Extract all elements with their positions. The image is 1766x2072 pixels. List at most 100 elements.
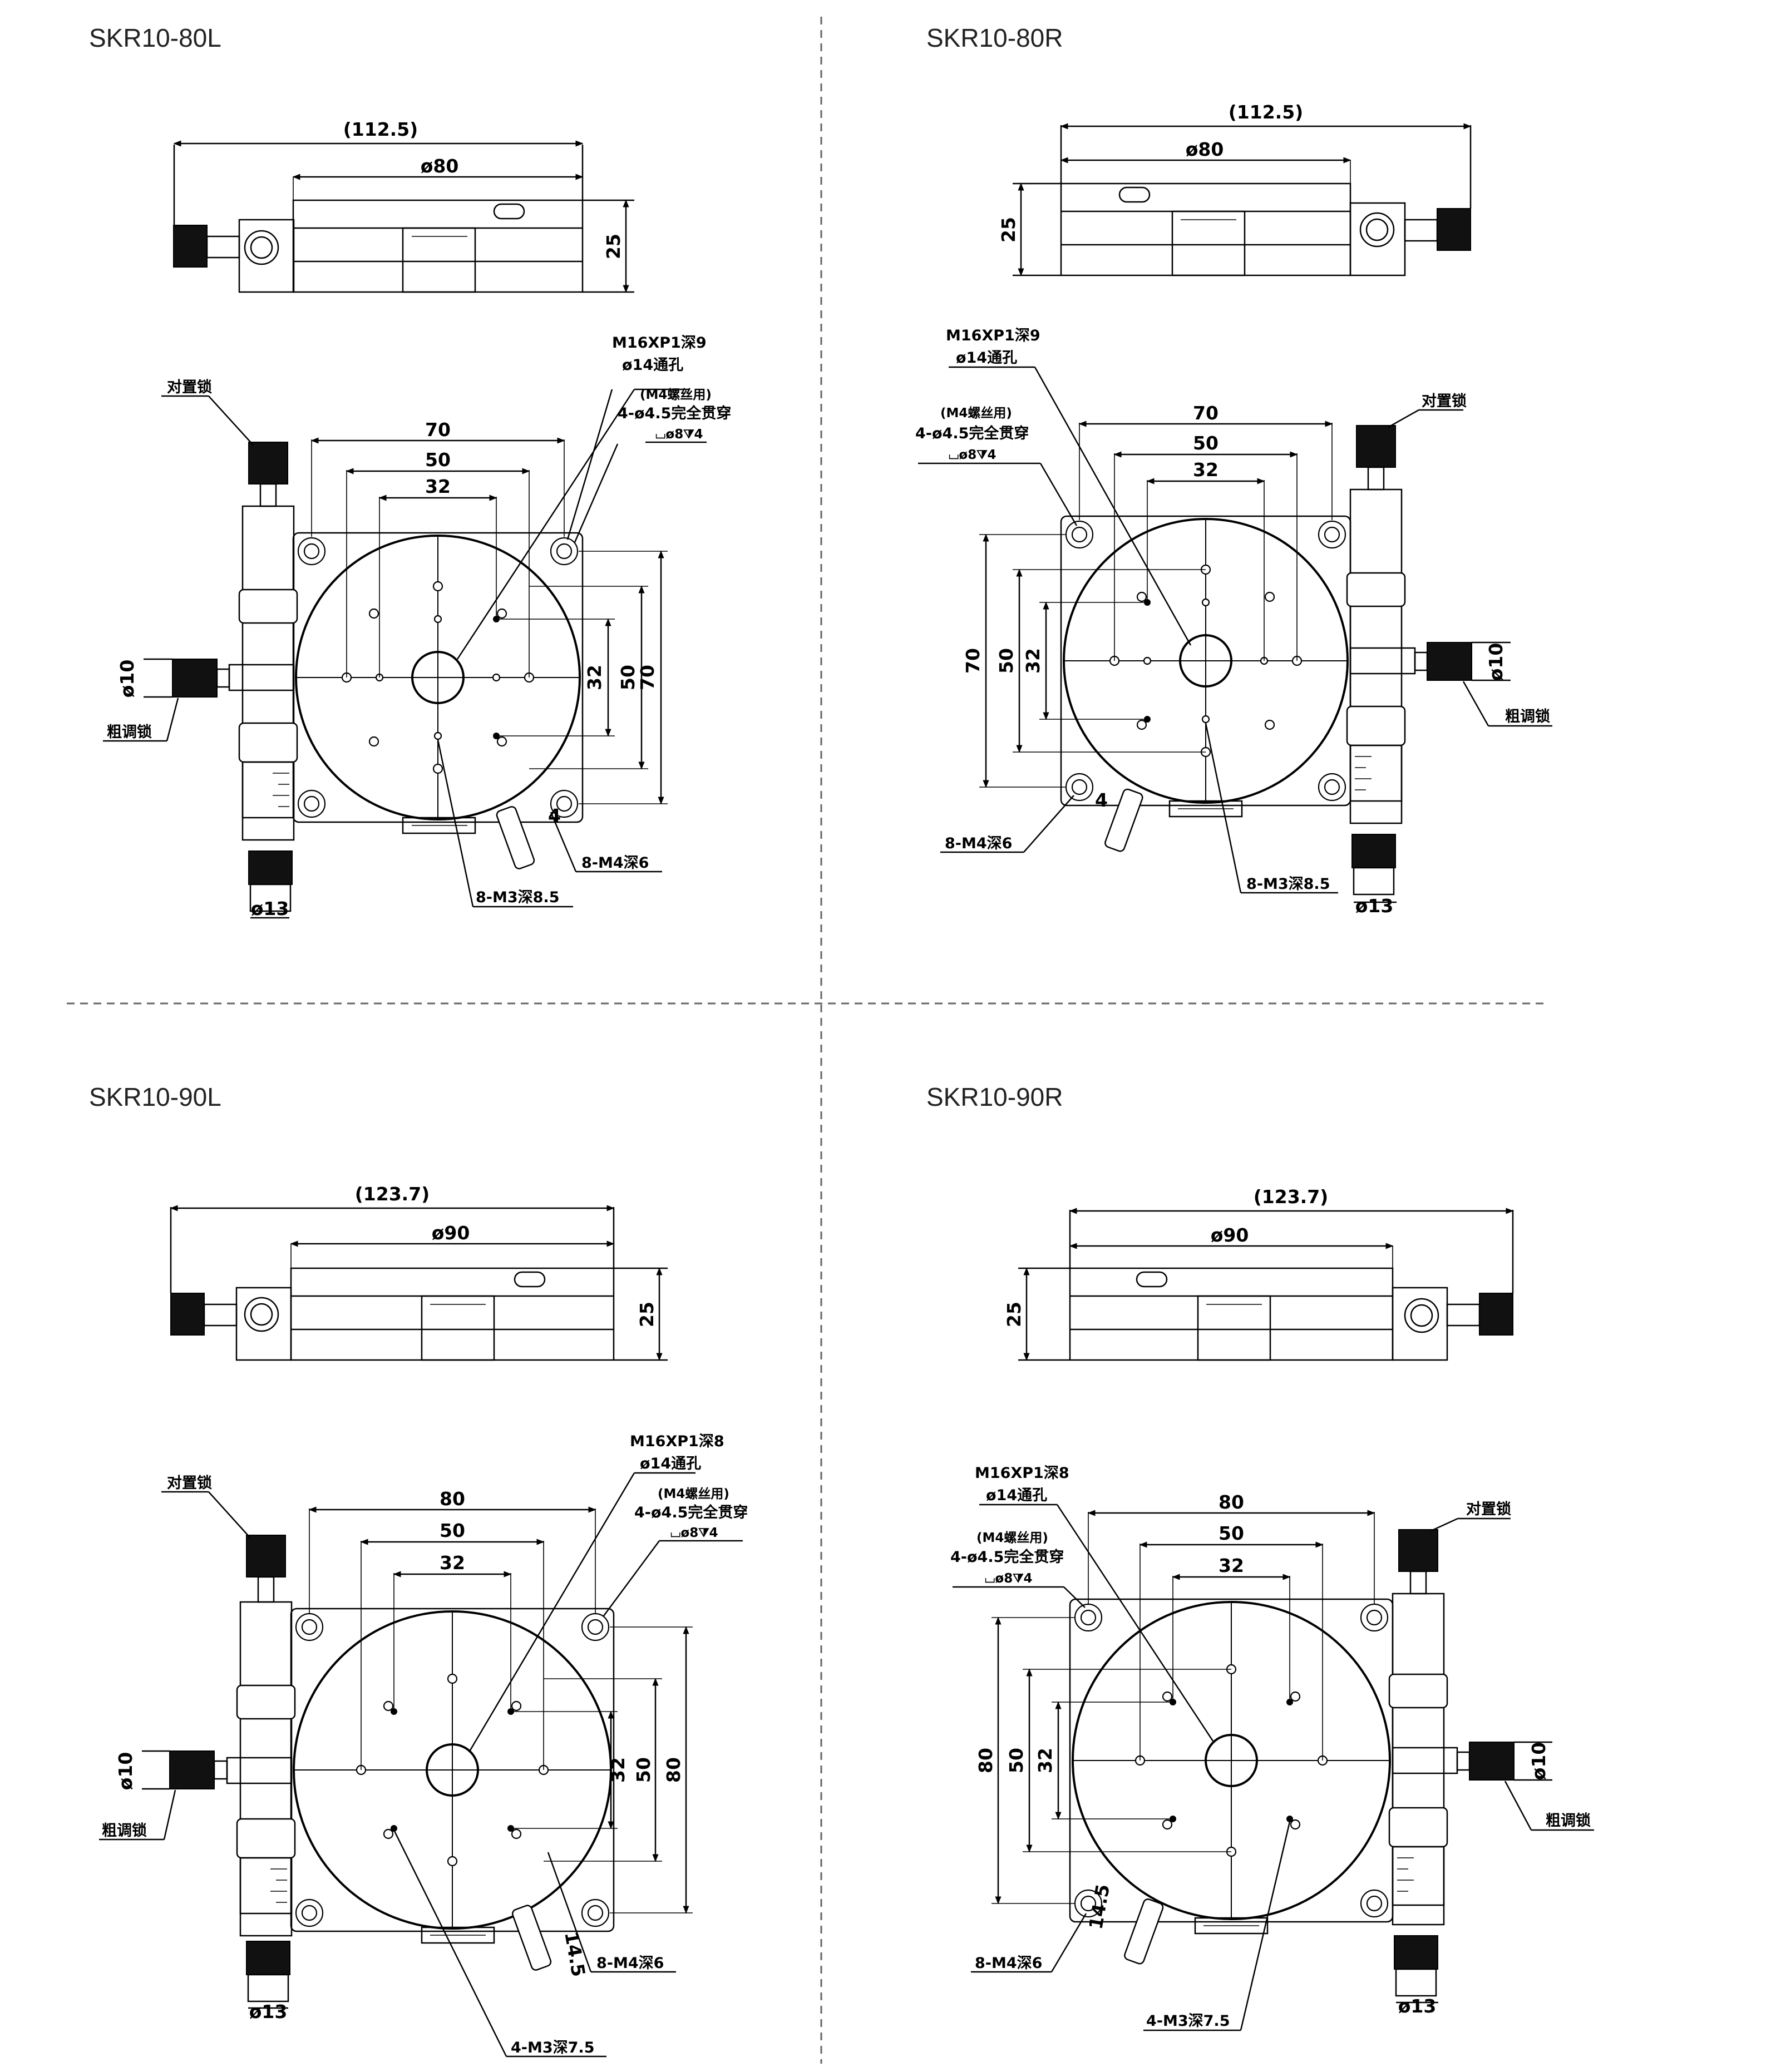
- model-title: SKR10-90R: [926, 1082, 1063, 1111]
- knob-dia-dim: ø10: [116, 660, 138, 698]
- mount-hole-note: 4-ø4.5完全贯穿: [915, 424, 1029, 442]
- left-outer-dim: 80: [975, 1748, 997, 1773]
- align-lock-label: 对置锁: [167, 378, 212, 396]
- plate-width-dim: 70: [425, 419, 451, 441]
- coarse-lock-label: 粗调锁: [1546, 1812, 1591, 1829]
- side-height-dim: 25: [998, 217, 1019, 243]
- side-thread-note: 8-M4深6: [581, 854, 649, 872]
- side-overall-dim: (123.7): [355, 1183, 430, 1205]
- side-dia-dim: ø90: [432, 1222, 470, 1244]
- pcd-inner-dim: 32: [440, 1552, 465, 1574]
- counterbore-note: ⌴ø8⧩4: [670, 1526, 718, 1540]
- top-thread-note: M16XP1深8: [975, 1465, 1069, 1482]
- through-hole-note: ø14通孔: [986, 1487, 1047, 1504]
- side-thread-note: 8-M4深6: [945, 835, 1012, 852]
- right-outer-dim: 70: [637, 665, 658, 690]
- side-thread-note: 8-M4深6: [975, 1955, 1042, 1972]
- align-lock-label: 对置锁: [167, 1474, 212, 1492]
- through-hole-note: ø14通孔: [956, 349, 1017, 367]
- align-lock-label: 对置锁: [1422, 392, 1467, 410]
- micrometer-dia-dim: ø13: [249, 2001, 288, 2022]
- align-lock-label: 对置锁: [1466, 1500, 1511, 1518]
- pcd-outer-dim: 50: [1193, 432, 1219, 454]
- plate-width-dim: 70: [1193, 402, 1219, 424]
- right-outer-dim: 80: [663, 1757, 684, 1783]
- lever-small-dim: 4: [1095, 789, 1108, 811]
- lever-small-dim: 14.5: [560, 1930, 590, 1979]
- bottom-thread-note: 8-M3深8.5: [476, 889, 559, 906]
- side-height-dim: 25: [1003, 1302, 1025, 1327]
- through-hole-note: ø14通孔: [622, 357, 683, 374]
- knob-dia-dim: ø10: [115, 1752, 136, 1791]
- plate-width-dim: 80: [440, 1488, 465, 1510]
- side-view: (112.5) ø80 25: [998, 101, 1472, 276]
- model-title: SKR10-90L: [89, 1082, 221, 1111]
- right-mid-dim: 50: [633, 1757, 654, 1783]
- micrometer-dia-dim: ø13: [251, 898, 289, 919]
- counterbore-note: ⌴ø8⧩4: [949, 448, 997, 462]
- side-overall-dim: (112.5): [1229, 101, 1304, 123]
- mount-screw-note: (M4螺丝用): [976, 1531, 1048, 1545]
- top-view: 80 50 32 80 50 32 M16XP1深8 ø14通孔: [950, 1465, 1594, 2031]
- side-overall-dim: (123.7): [1254, 1186, 1329, 1208]
- top-thread-note: M16XP1深8: [630, 1433, 724, 1450]
- counterbore-note: ⌴ø8⧩4: [985, 1571, 1033, 1586]
- top-view: 70 50 32 32 50 70 M16XP1深9 ø14通孔: [103, 334, 731, 919]
- pcd-inner-dim: 32: [425, 476, 451, 497]
- side-view: (123.7) ø90 25: [170, 1183, 668, 1361]
- bottom-thread-note: 4-M3深7.5: [1146, 2012, 1230, 2030]
- micrometer-dia-dim: ø13: [1355, 895, 1394, 917]
- right-inner-dim: 32: [584, 665, 605, 690]
- left-mid-dim: 50: [995, 648, 1017, 674]
- quadrant-skr10-90r: SKR10-90R (123.7) ø90 25: [926, 1082, 1594, 2031]
- side-view: (123.7) ø90 25: [1003, 1186, 1514, 1361]
- coarse-lock-label: 粗调锁: [107, 723, 152, 741]
- counterbore-note: ⌴ø8⧩4: [655, 427, 703, 442]
- pcd-outer-dim: 50: [440, 1520, 465, 1541]
- top-thread-note: M16XP1深9: [612, 334, 707, 352]
- model-title: SKR10-80R: [926, 23, 1063, 52]
- top-view: 70 50 32 70 50 32 M16XP1深9 ø14通孔: [915, 327, 1552, 917]
- side-dia-dim: ø90: [1211, 1224, 1249, 1246]
- side-thread-note: 8-M4深6: [596, 1955, 664, 1972]
- quadrant-skr10-80r: SKR10-80R (112.5) ø80 25: [915, 23, 1552, 917]
- side-height-dim: 25: [636, 1302, 658, 1327]
- left-outer-dim: 70: [962, 648, 984, 674]
- bottom-thread-note: 8-M3深8.5: [1246, 876, 1330, 893]
- side-view: (112.5) ø80 25: [173, 118, 634, 293]
- left-mid-dim: 50: [1005, 1748, 1027, 1773]
- left-inner-dim: 32: [1022, 648, 1044, 674]
- top-thread-note: M16XP1深9: [946, 327, 1040, 344]
- mount-hole-note: 4-ø4.5完全贯穿: [634, 1504, 748, 1521]
- lever-small-dim: 4: [548, 805, 561, 827]
- pcd-inner-dim: 32: [1219, 1555, 1244, 1576]
- mount-screw-note: (M4螺丝用): [658, 1487, 729, 1501]
- pcd-outer-dim: 50: [425, 449, 451, 471]
- pcd-inner-dim: 32: [1193, 459, 1219, 481]
- right-mid-dim: 50: [617, 665, 639, 690]
- micrometer-dia-dim: ø13: [1398, 1995, 1437, 2017]
- coarse-lock-label: 粗调锁: [1505, 708, 1550, 725]
- side-dia-dim: ø80: [421, 155, 459, 177]
- side-dia-dim: ø80: [1186, 139, 1224, 160]
- mount-screw-note: (M4螺丝用): [940, 406, 1012, 421]
- top-view: 80 50 32 32 50 80 M16XP1深8 ø14通孔: [99, 1433, 748, 2058]
- coarse-lock-label: 粗调锁: [102, 1822, 147, 1839]
- mount-hole-note: 4-ø4.5完全贯穿: [950, 1548, 1064, 1566]
- right-inner-dim: 32: [607, 1757, 629, 1783]
- left-inner-dim: 32: [1034, 1748, 1056, 1773]
- knob-dia-dim: ø10: [1528, 1742, 1550, 1781]
- plate-width-dim: 80: [1219, 1491, 1244, 1513]
- side-overall-dim: (112.5): [343, 118, 418, 140]
- mount-screw-note: (M4螺丝用): [640, 388, 712, 402]
- pcd-outer-dim: 50: [1219, 1522, 1244, 1544]
- through-hole-note: ø14通孔: [640, 1455, 701, 1472]
- bottom-thread-note: 4-M3深7.5: [511, 2039, 594, 2056]
- mount-hole-note: 4-ø4.5完全贯穿: [618, 404, 731, 422]
- side-height-dim: 25: [603, 234, 624, 259]
- quadrant-skr10-90l: SKR10-90L (123.7) ø90 25: [89, 1082, 748, 2058]
- quadrant-skr10-80l: SKR10-80L (112.5) ø80 25: [89, 23, 731, 919]
- knob-dia-dim: ø10: [1485, 643, 1507, 681]
- model-title: SKR10-80L: [89, 23, 221, 52]
